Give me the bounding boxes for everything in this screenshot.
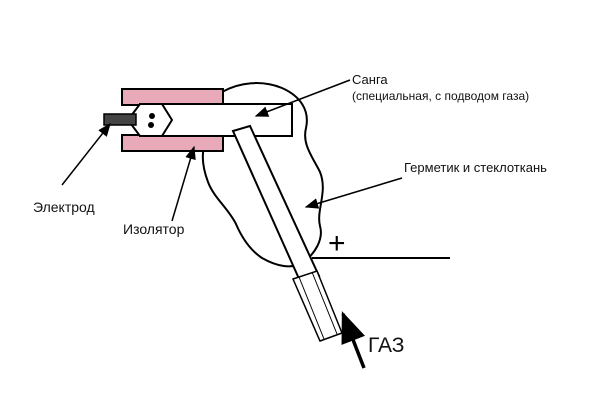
- insulator-label: Изолятор: [123, 221, 185, 237]
- gas-arrow: [341, 311, 366, 369]
- electrode-arrow: [61, 122, 111, 186]
- insulator-arrow: [171, 145, 196, 222]
- electrode-rod: [103, 113, 137, 126]
- insulator-bottom: [121, 134, 224, 152]
- jaw-dot-bottom: [148, 122, 154, 128]
- gas-label: ГАЗ: [368, 334, 404, 357]
- collet-arrow: [254, 79, 351, 117]
- collet-note: (специальная, с подводом газа): [352, 89, 529, 103]
- sealant-arrow: [304, 177, 403, 209]
- sealant-label: Герметик и стеклоткань: [404, 160, 547, 175]
- gas-tube: [231, 124, 343, 342]
- insulator-top: [121, 88, 224, 106]
- collet-label: Санга: [352, 72, 388, 87]
- electrode-label: Электрод: [33, 199, 95, 215]
- jaw-dot-top: [149, 113, 155, 119]
- plus-sign: +: [328, 227, 346, 260]
